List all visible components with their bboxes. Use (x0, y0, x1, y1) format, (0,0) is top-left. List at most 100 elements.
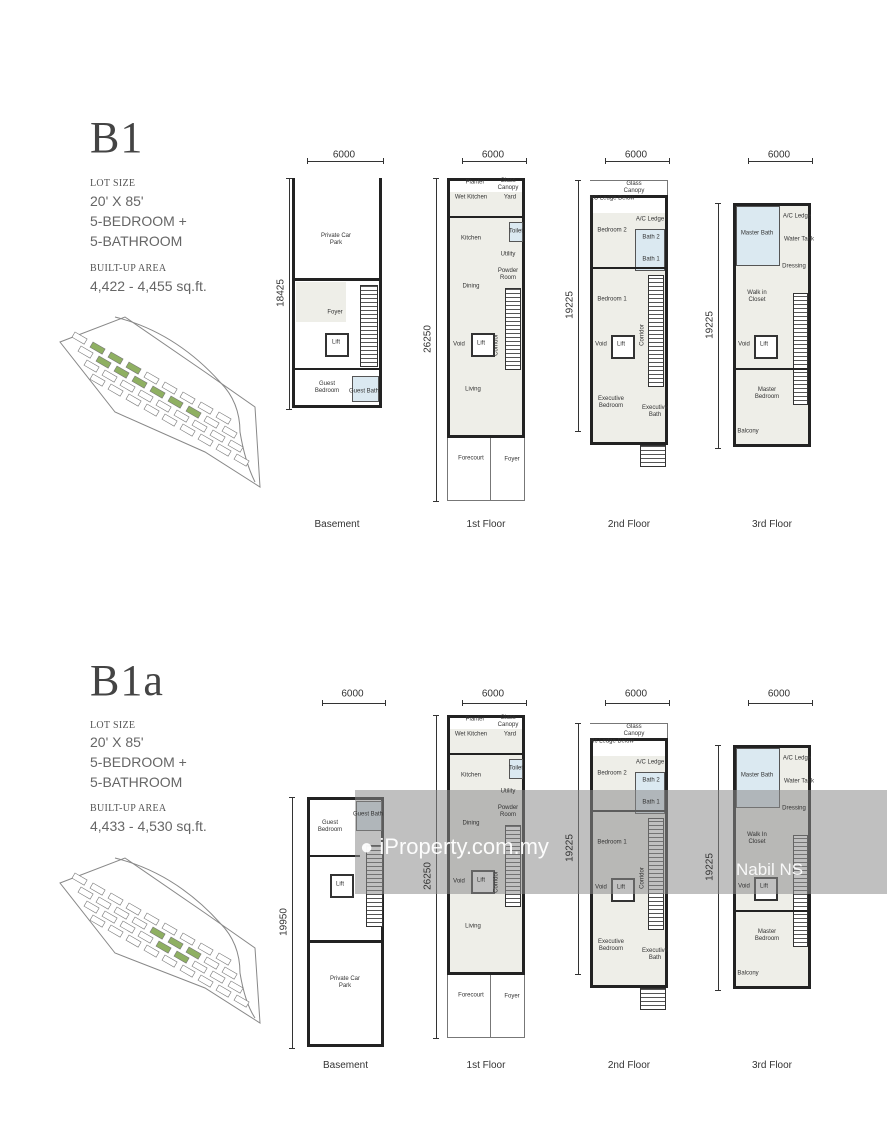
lot-grid (71, 872, 250, 1008)
lot (197, 942, 214, 956)
room-label: Walk in Closet (747, 290, 767, 303)
lot (161, 413, 178, 427)
room-label: Balcony (737, 428, 759, 435)
lift-shaft (330, 874, 354, 898)
floor-label-first: 1st Floor (466, 1060, 506, 1071)
canopy-edge (590, 180, 668, 181)
watermark-band (355, 790, 887, 894)
lot (71, 872, 88, 886)
room-label: Living (465, 386, 481, 393)
location-pin-icon: ● (360, 834, 374, 859)
staircase (360, 285, 378, 367)
room-label: A/C Ledge (782, 213, 812, 220)
room-label: Master Bedroom (754, 387, 780, 400)
lot (125, 902, 142, 916)
room-label: Dining (462, 820, 480, 827)
lot (197, 433, 214, 447)
highlighted-lot (155, 940, 172, 954)
lot (233, 453, 250, 467)
lot (143, 944, 160, 958)
wall (295, 368, 379, 370)
length-dimension-line (289, 797, 295, 1049)
room-label: Lift (331, 339, 340, 346)
unit-title-b1a: B1a (90, 656, 164, 705)
room-label: Corridor (493, 871, 500, 893)
watermark-logo: ● iProperty.com.my (360, 834, 549, 859)
room-label: A/C Ledge (635, 759, 665, 766)
highlighted-lot (131, 375, 148, 389)
room-label: A/C Ledge (635, 216, 665, 223)
room-label: Bath 2 (642, 234, 660, 241)
lot (125, 393, 142, 407)
width-dimension: 6000 (624, 688, 648, 700)
width-dimension: 6000 (624, 149, 648, 161)
room-label: Void (738, 341, 750, 348)
room-label: Rc Ledge Below (590, 738, 634, 745)
room-label: Executive Bedroom (597, 939, 624, 952)
room-label: Living (465, 923, 481, 930)
lot (161, 954, 178, 968)
bedroom-count: 5-BEDROOM + (90, 213, 187, 229)
length-dimension: 26250 (422, 325, 434, 353)
room-label: Utility (500, 251, 516, 258)
width-dimension-line (307, 158, 384, 164)
room-label: Forecourt (458, 992, 484, 999)
lot (113, 906, 130, 920)
length-dimension: 19225 (564, 834, 576, 862)
staircase (648, 275, 664, 387)
room-label: Void (595, 884, 607, 891)
room-label: Lift (759, 883, 768, 890)
highlighted-lot (149, 385, 166, 399)
lot (77, 345, 94, 359)
forecourt-edge (447, 438, 448, 500)
room-label: Balcony (737, 970, 759, 977)
lot-grid (71, 331, 250, 467)
room-label: Lift (616, 341, 625, 348)
room-label: Foyer (504, 456, 520, 463)
room-label: Wet Kitchen (454, 194, 488, 201)
floor-label-first: 1st Floor (466, 519, 506, 530)
wall (295, 278, 379, 281)
room-label: Yard (503, 194, 517, 201)
room-label: RC Ledge Below (589, 195, 635, 202)
lift-shaft (611, 335, 635, 359)
lot (179, 964, 196, 978)
highlighted-lot (185, 405, 202, 419)
width-dimension: 6000 (332, 149, 356, 161)
room-fill (296, 282, 346, 322)
wall (736, 368, 808, 370)
lot-size-value: 20' X 85' (90, 193, 144, 209)
room-label: Private Car Park (320, 233, 351, 246)
room-label: Bath 1 (642, 256, 660, 263)
built-up-label: BUILT-UP AREA (90, 263, 167, 274)
room-label: Master Bedroom (754, 929, 780, 942)
width-dimension: 6000 (481, 149, 505, 161)
room-label: Yard (503, 731, 517, 738)
room-label: Dressing (782, 263, 806, 270)
room-label: Planter (465, 716, 485, 723)
room-label: Master Bath (740, 230, 774, 237)
foyer-wall (490, 975, 491, 1037)
wall (593, 267, 665, 269)
room-label: Guest Bath (348, 388, 380, 395)
built-up-value: 4,422 - 4,455 sq.ft. (90, 278, 207, 294)
length-dimension: 19950 (278, 908, 290, 936)
room-label: Void (453, 341, 465, 348)
room-label: Executive Bedroom (597, 396, 624, 409)
lot (107, 892, 124, 906)
room-label: Powder Room (497, 805, 519, 818)
room-label: Lift (476, 877, 485, 884)
lot (179, 423, 196, 437)
highlighted-lot (125, 361, 142, 375)
width-dimension-line (605, 158, 670, 164)
lot (221, 425, 238, 439)
forecourt-edge (447, 500, 525, 501)
lot (227, 980, 244, 994)
lot-size-value: 20' X 85' (90, 734, 144, 750)
lift-shaft (325, 333, 349, 357)
length-dimension-line (433, 178, 439, 502)
lot (215, 984, 232, 998)
lot (197, 401, 214, 415)
built-up-label: BUILT-UP AREA (90, 803, 167, 814)
room-label: Dining (462, 283, 480, 290)
